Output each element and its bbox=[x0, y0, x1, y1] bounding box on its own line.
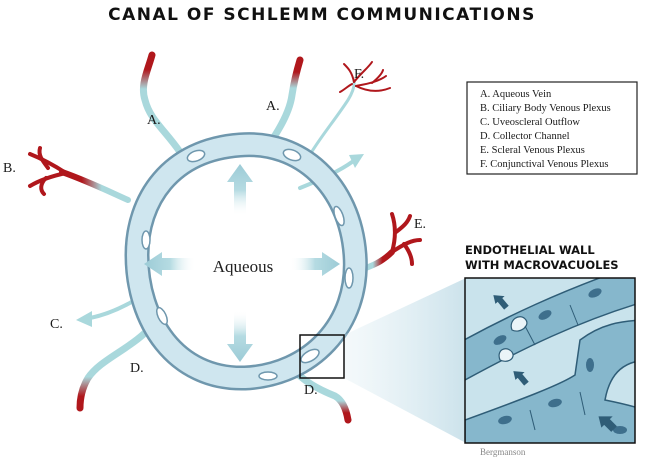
callout-e: E. bbox=[414, 217, 426, 232]
inset-flow-arrows bbox=[493, 295, 617, 432]
page-title: CANAL OF SCHLEMM COMMUNICATIONS bbox=[108, 5, 536, 25]
collector-channel-left bbox=[76, 326, 152, 412]
vessels bbox=[28, 51, 422, 424]
aqueous-vein-left bbox=[139, 51, 184, 156]
legend-item-d: D. Collector Channel bbox=[480, 131, 570, 142]
scleral-branches bbox=[390, 212, 422, 266]
aqueous-label: Aqueous bbox=[213, 257, 273, 276]
inset-title-line1: ENDOTHELIAL WALL bbox=[465, 243, 595, 257]
legend: A. Aqueous Vein B. Ciliary Body Venous P… bbox=[466, 81, 638, 175]
canal-of-schlemm bbox=[124, 132, 368, 391]
callout-c: C. bbox=[50, 317, 63, 332]
legend-item-c: C. Uveoscleral Outflow bbox=[480, 117, 580, 128]
callout-d-left: D. bbox=[130, 361, 144, 376]
zoom-selection-box bbox=[299, 334, 345, 379]
callout-f: F. bbox=[354, 67, 364, 82]
aqueous-vein-right bbox=[268, 56, 304, 144]
collector-channel-bottom bbox=[292, 368, 352, 424]
uveoscleral-arrowhead-lower bbox=[76, 311, 92, 327]
legend-item-e: E. Scleral Venous Plexus bbox=[480, 145, 585, 156]
canal-septae bbox=[141, 148, 354, 381]
callout-a-left: A. bbox=[147, 113, 161, 128]
callouts: A. A. B. C. D. D. E. F. bbox=[3, 67, 426, 398]
zoom-cone bbox=[344, 278, 466, 443]
inset-title-line2: WITH MACROVACUOLES bbox=[465, 258, 619, 272]
legend-item-a: A. Aqueous Vein bbox=[480, 89, 552, 100]
callout-b: B. bbox=[3, 161, 16, 176]
ciliary-branches bbox=[28, 146, 68, 196]
uveoscleral-arrowhead-upper bbox=[349, 154, 364, 168]
conjunctival-branches bbox=[339, 61, 391, 93]
arrow-left-icon bbox=[144, 252, 196, 276]
callout-a-right: A. bbox=[266, 99, 280, 114]
ciliary-body-venous-plexus bbox=[59, 169, 131, 203]
callout-d-bottom: D. bbox=[304, 383, 318, 398]
arrow-down-icon bbox=[227, 310, 253, 362]
conjunctival-venous-plexus bbox=[306, 78, 356, 160]
legend-item-f: F. Conjunctival Venous Plexus bbox=[480, 159, 608, 170]
endothelial-wall-inset bbox=[464, 277, 636, 444]
illustrator-credit: Bergmanson bbox=[480, 447, 526, 457]
arrow-right-icon bbox=[290, 252, 340, 276]
arrow-up-icon bbox=[227, 164, 253, 216]
legend-item-b: B. Ciliary Body Venous Plexus bbox=[480, 103, 611, 114]
aqueous-flow-arrows bbox=[144, 164, 340, 362]
legend-box bbox=[466, 81, 638, 175]
